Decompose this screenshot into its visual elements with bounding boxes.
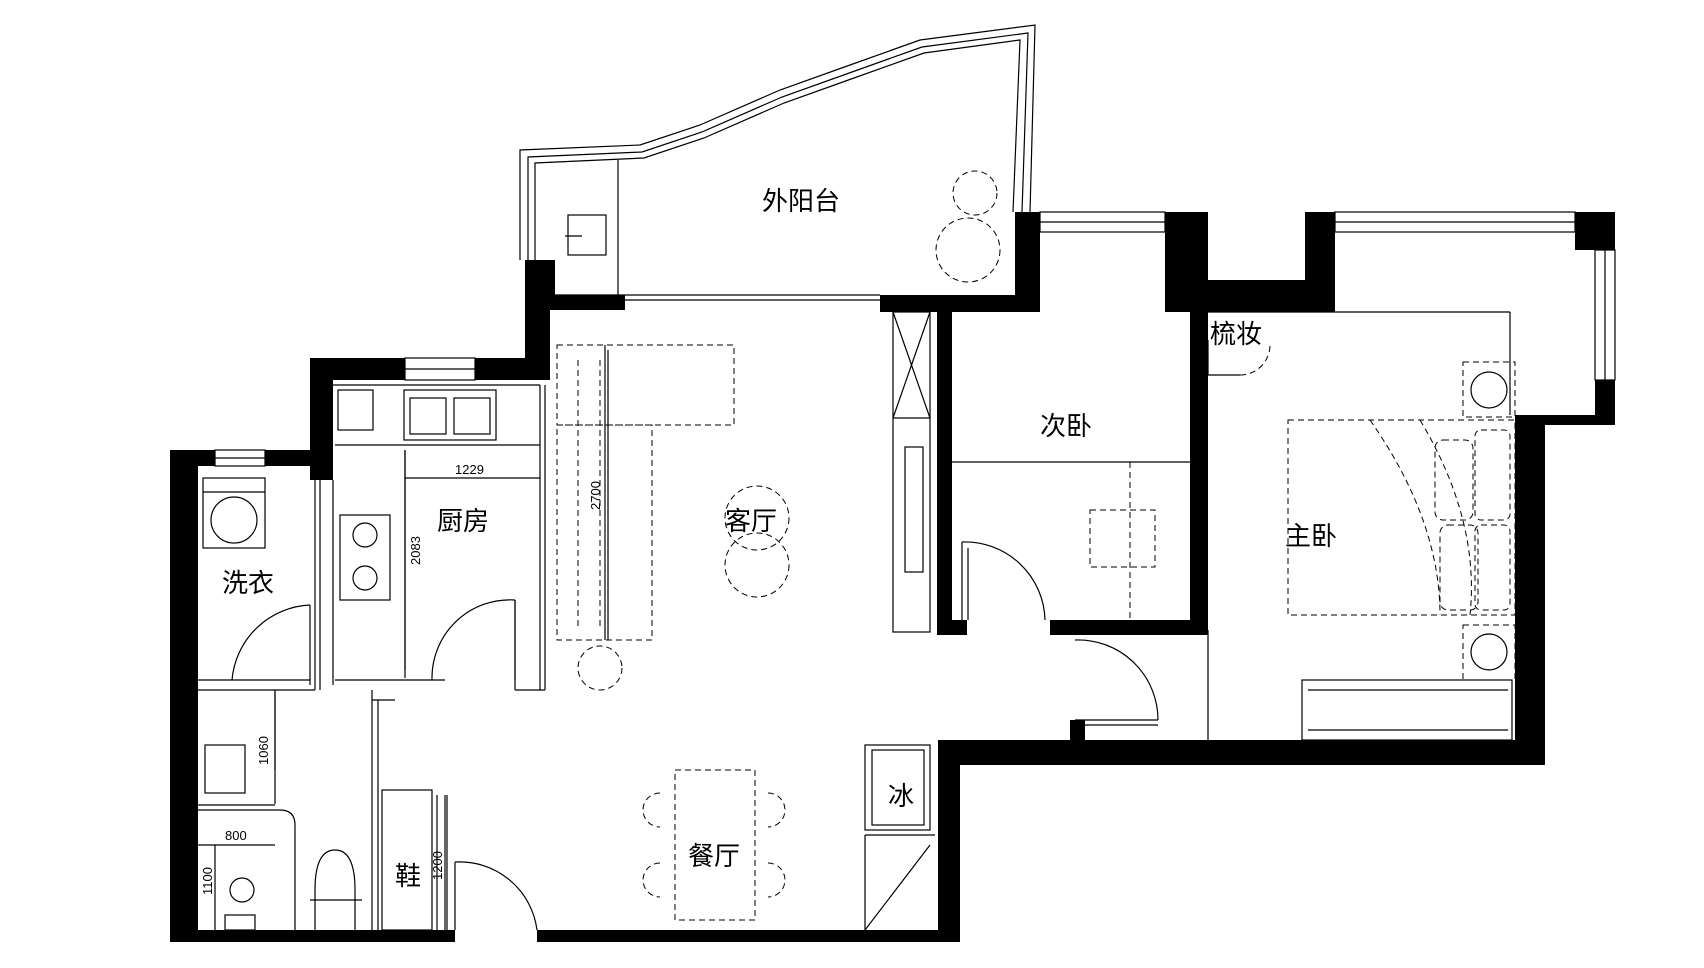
bath-depth-dimension: 1100 xyxy=(200,867,215,895)
second-bedroom-label: 次卧 xyxy=(1040,412,1092,442)
walls xyxy=(170,212,1615,942)
interior-lines xyxy=(198,311,1511,931)
sofa-length-dimension: 2700 xyxy=(588,481,603,510)
living-room-label: 客厅 xyxy=(725,507,777,537)
bath-width-dimension: 800 xyxy=(225,828,247,843)
kitchen-width-dimension: 1229 xyxy=(455,462,484,477)
bath-basin-dimension: 1060 xyxy=(256,736,271,765)
shoe-cabinet-dimension: 1200 xyxy=(430,851,445,880)
dining-room-label: 餐厅 xyxy=(688,842,740,872)
doors xyxy=(231,541,1159,931)
laundry-label: 洗衣 xyxy=(222,569,274,599)
master-bedroom-label: 主卧 xyxy=(1285,522,1337,552)
kitchen-label: 厨房 xyxy=(437,507,489,537)
dressing-label: 梳妆 xyxy=(1210,320,1262,350)
windows xyxy=(214,211,1616,467)
dimension-labels: 1229 2083 2700 1060 800 1100 1200 xyxy=(200,462,603,895)
balcony-label: 外阳台 xyxy=(762,187,840,217)
balcony-outline xyxy=(519,24,1036,301)
shoe-cabinet-label: 鞋 xyxy=(395,862,421,892)
kitchen-depth-dimension: 2083 xyxy=(408,536,423,565)
dimension-lines xyxy=(198,350,609,930)
furniture xyxy=(202,344,1516,931)
fridge-label: 冰 xyxy=(888,782,914,812)
room-labels: 外阳台 客厅 厨房 洗衣 次卧 主卧 梳妆 餐厅 冰 鞋 xyxy=(222,187,1337,892)
